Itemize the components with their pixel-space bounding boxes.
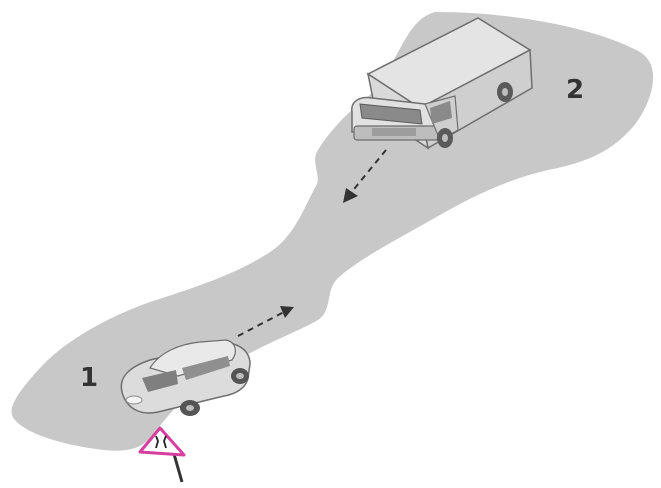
label-position-1: 1 bbox=[80, 363, 98, 393]
label-position-2: 2 bbox=[566, 75, 584, 105]
narrowing-road bbox=[12, 12, 654, 451]
